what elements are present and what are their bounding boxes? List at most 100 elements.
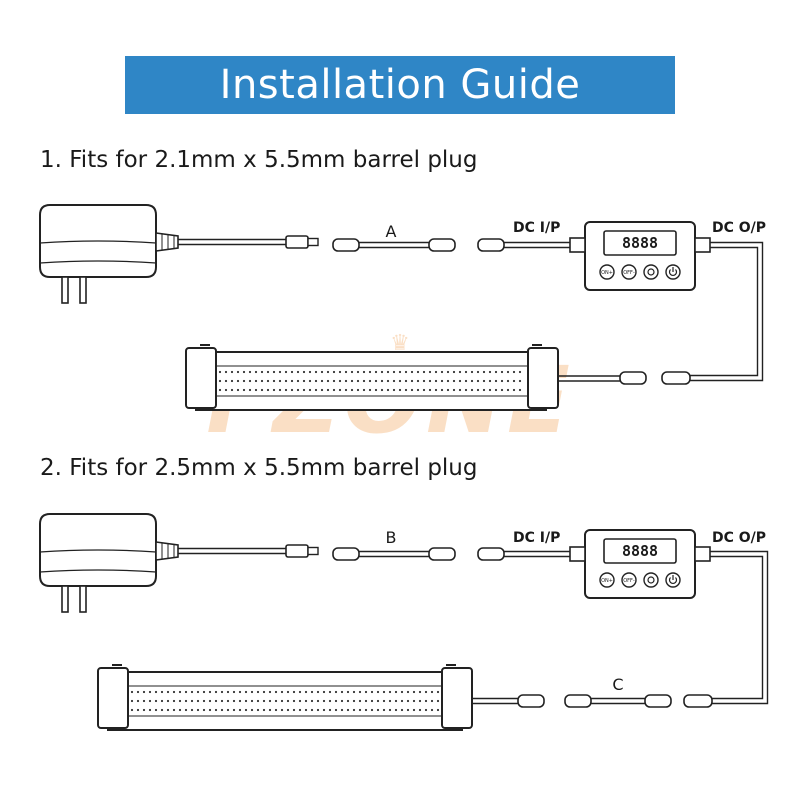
led-dot: [386, 388, 390, 392]
led-dot: [178, 690, 182, 694]
led-dot: [430, 708, 434, 712]
led-dot: [280, 708, 284, 712]
led-dot: [476, 388, 480, 392]
led-dot: [368, 379, 372, 383]
led-dot: [488, 370, 492, 374]
led-dot: [254, 388, 258, 392]
led-dot: [452, 379, 456, 383]
led-dot: [452, 370, 456, 374]
led-dot: [470, 370, 474, 374]
led-dot: [370, 690, 374, 694]
led-dot: [340, 699, 344, 703]
led-dot: [284, 379, 288, 383]
led-dot: [214, 699, 218, 703]
led-dot: [434, 388, 438, 392]
watermark-crown-icon: ♛: [390, 331, 410, 356]
led-dot: [400, 699, 404, 703]
led-dot: [316, 699, 320, 703]
led-dot: [230, 388, 234, 392]
led-dot: [344, 370, 348, 374]
led-dot: [242, 388, 246, 392]
led-dot: [376, 699, 380, 703]
led-dot: [310, 699, 314, 703]
led-dot: [452, 388, 456, 392]
led-dot: [440, 370, 444, 374]
led-dot: [368, 388, 372, 392]
cable-b-label: B: [386, 528, 397, 547]
led-dot: [436, 690, 440, 694]
led-dot: [340, 708, 344, 712]
led-dot: [494, 370, 498, 374]
led-dot: [142, 708, 146, 712]
led-dot: [320, 388, 324, 392]
led-dot: [202, 708, 206, 712]
led-dot: [160, 708, 164, 712]
led-dot: [278, 370, 282, 374]
led-dot: [208, 699, 212, 703]
led-dot: [446, 388, 450, 392]
led-dot: [220, 708, 224, 712]
led-dot: [356, 379, 360, 383]
led-dot: [458, 388, 462, 392]
led-dot: [286, 699, 290, 703]
led-dot: [202, 699, 206, 703]
led-dot: [172, 699, 176, 703]
led-dot: [470, 388, 474, 392]
led-dot: [422, 370, 426, 374]
led-dot: [226, 690, 230, 694]
led-dot: [410, 379, 414, 383]
led-dot: [424, 699, 428, 703]
led-dot: [392, 379, 396, 383]
led-dot: [338, 379, 342, 383]
led-dot: [406, 699, 410, 703]
led-dot: [374, 379, 378, 383]
led-dot: [302, 370, 306, 374]
led-dot: [272, 388, 276, 392]
led-dot: [518, 370, 522, 374]
led-dot: [220, 690, 224, 694]
led-dot: [370, 699, 374, 703]
led-dot: [464, 379, 468, 383]
led-dot: [250, 708, 254, 712]
led-dot: [218, 379, 222, 383]
led-dot: [332, 370, 336, 374]
led-dot: [388, 699, 392, 703]
led-dot: [494, 388, 498, 392]
led-dot: [334, 699, 338, 703]
controller-display: 8888: [622, 234, 658, 252]
led-dot: [250, 699, 254, 703]
led-dot: [364, 708, 368, 712]
led-dot: [248, 388, 252, 392]
led-dot: [346, 690, 350, 694]
led-dot: [346, 708, 350, 712]
led-dot: [196, 699, 200, 703]
led-dot: [244, 699, 248, 703]
led-dot: [412, 690, 416, 694]
led-dot: [248, 370, 252, 374]
led-dot: [172, 708, 176, 712]
adapter-cable-b: [332, 547, 456, 561]
led-dot: [236, 370, 240, 374]
led-dot: [374, 388, 378, 392]
led-dot: [244, 708, 248, 712]
led-dot: [284, 388, 288, 392]
led-dot: [412, 708, 416, 712]
led-dot: [352, 690, 356, 694]
page-title: Installation Guide: [219, 62, 581, 108]
off-button-label: OFF-: [623, 578, 635, 584]
led-dot: [436, 708, 440, 712]
led-dot: [344, 379, 348, 383]
led-dot: [334, 690, 338, 694]
led-dot: [464, 388, 468, 392]
led-dot: [410, 388, 414, 392]
led-dot: [232, 690, 236, 694]
led-dot: [260, 370, 264, 374]
led-dot: [280, 699, 284, 703]
led-dot: [268, 690, 272, 694]
controller-display: 8888: [622, 542, 658, 560]
led-dot: [476, 379, 480, 383]
led-dot: [326, 379, 330, 383]
led-dot: [482, 388, 486, 392]
led-dot: [322, 690, 326, 694]
